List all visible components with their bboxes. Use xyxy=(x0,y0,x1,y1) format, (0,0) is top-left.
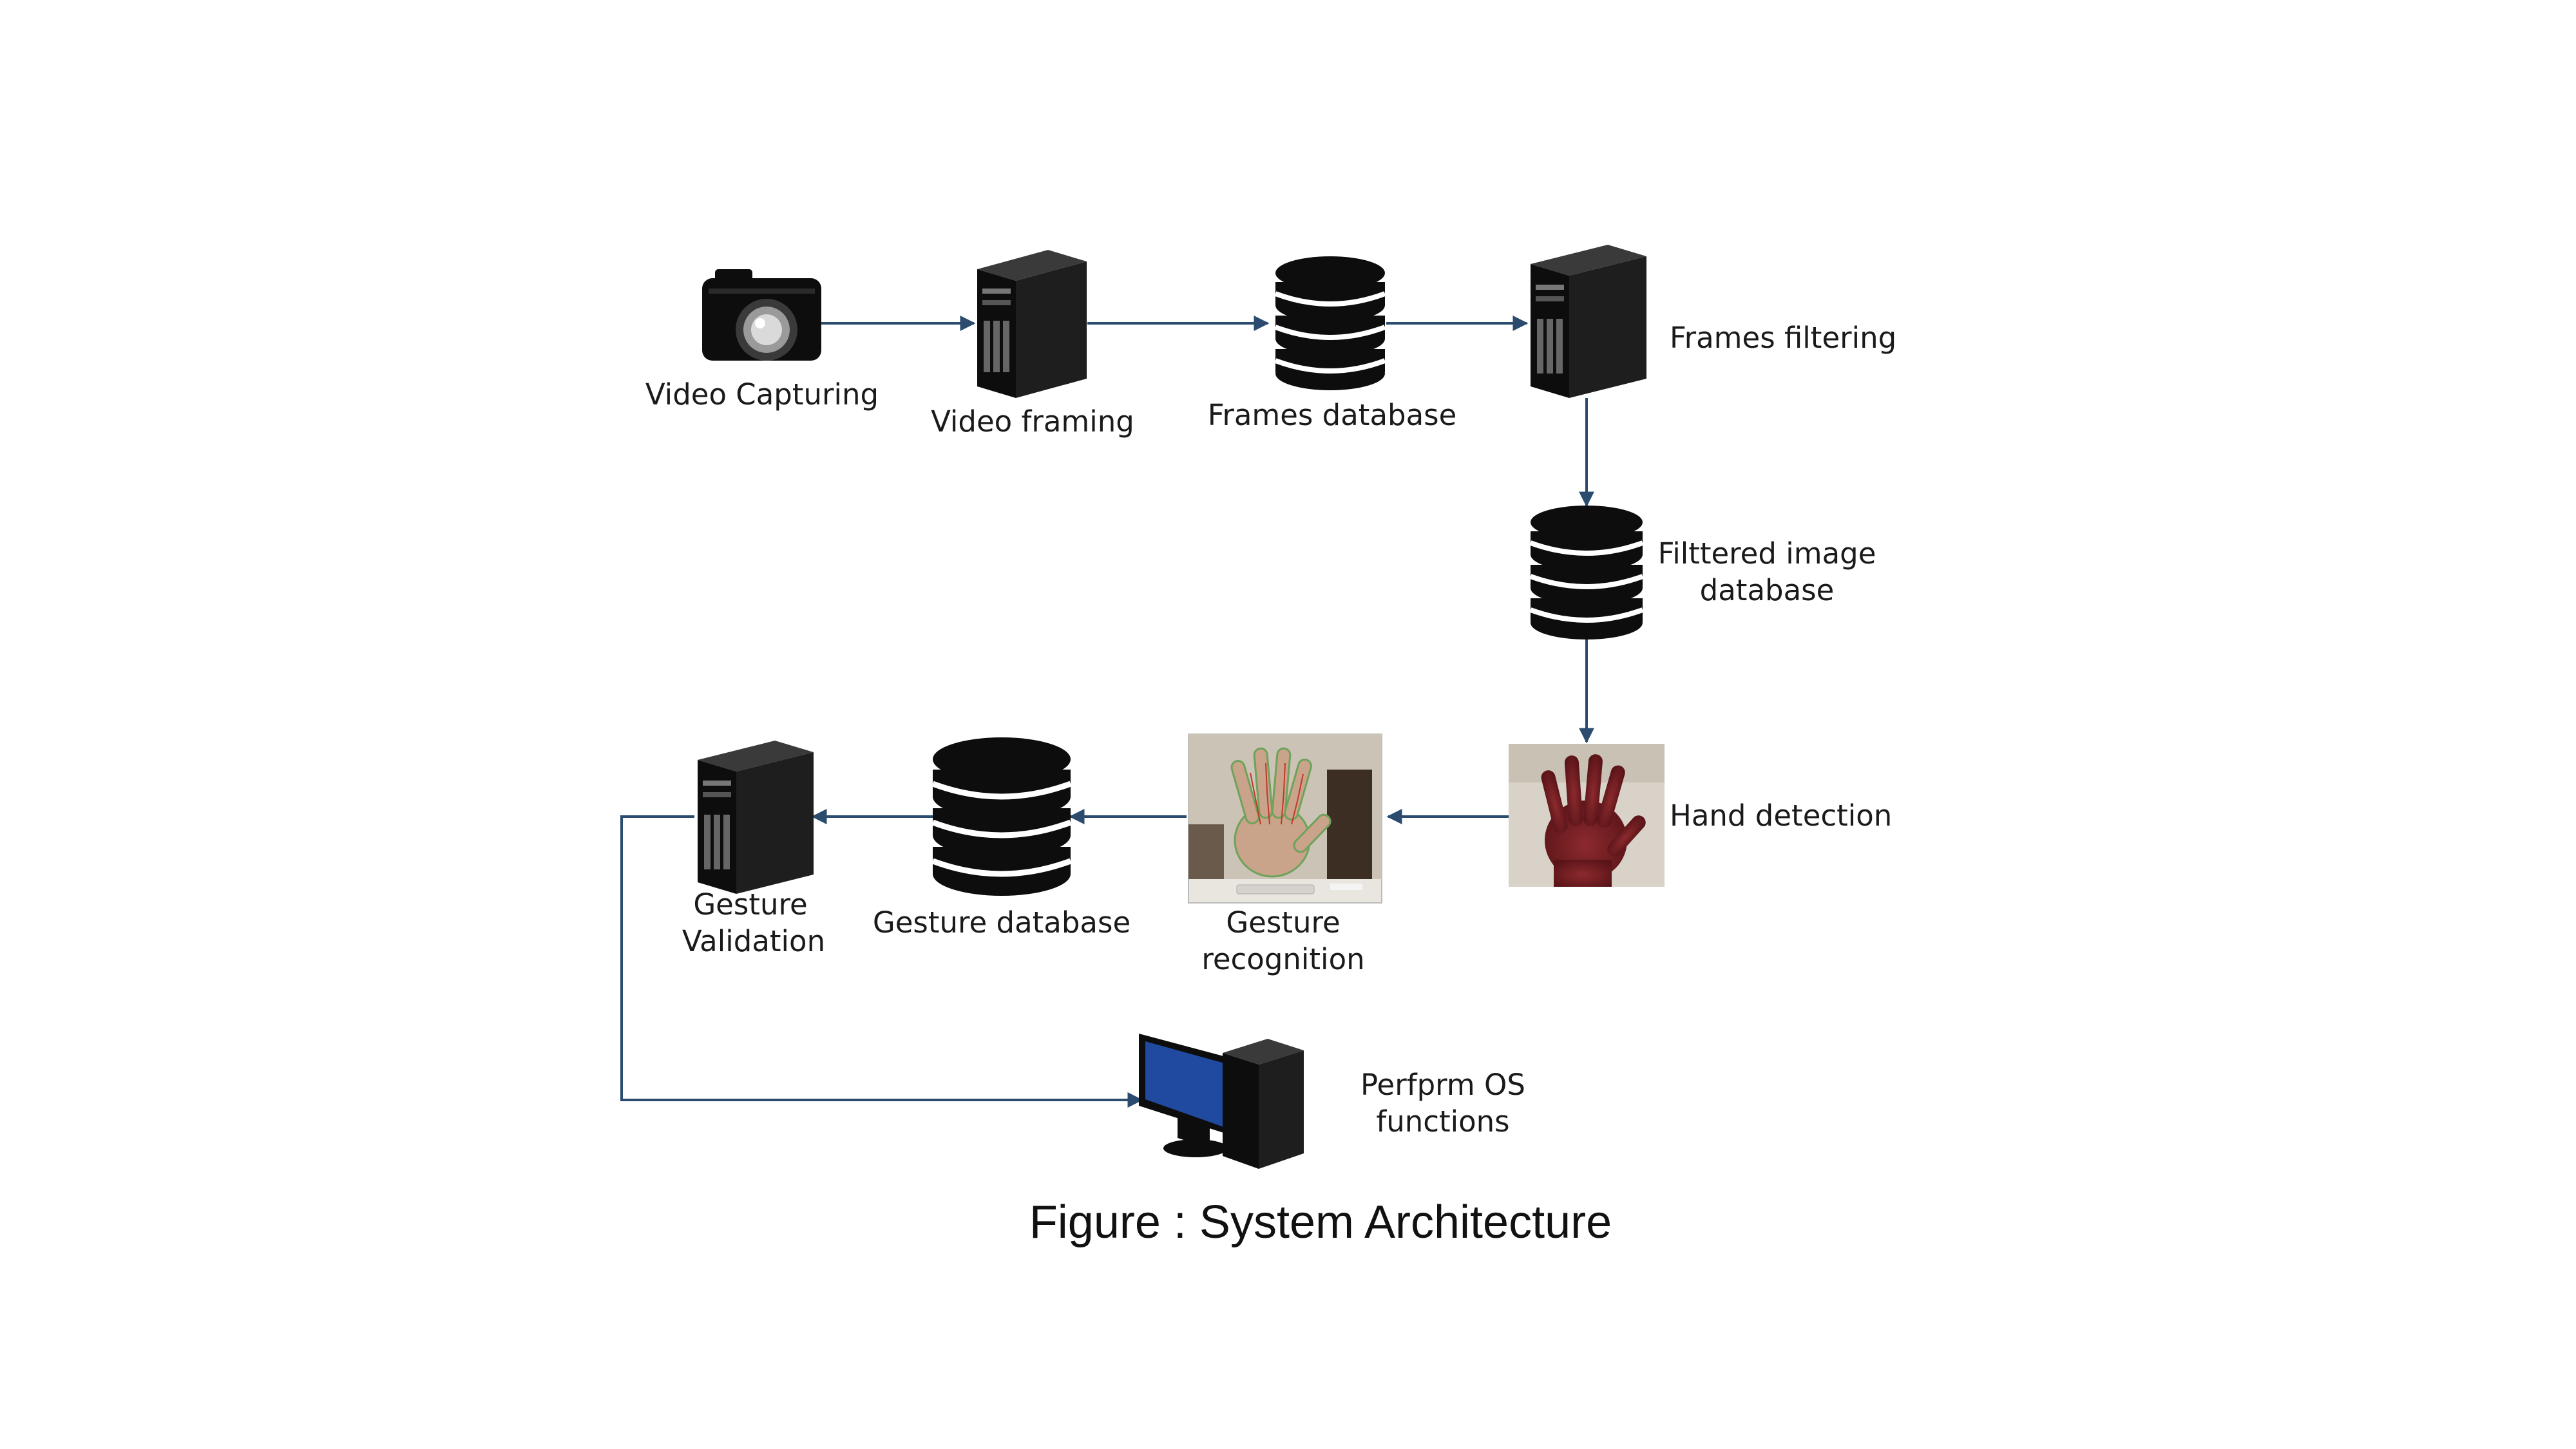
node-label-line-2: database xyxy=(1700,573,1835,607)
node-label-line-2: recognition xyxy=(1201,942,1364,976)
node-video-framing: Video framing xyxy=(931,250,1134,439)
node-perform-os-functions: Perfprm OS functions xyxy=(1139,1034,1525,1169)
figure-caption: Figure : System Architecture xyxy=(1029,1197,1612,1248)
node-filtered-image-database: Filttered image database xyxy=(1529,506,1876,639)
database-icon xyxy=(931,737,1072,896)
node-frames-database: Frames database xyxy=(1208,256,1457,432)
node-gesture-validation: Gesture Validation xyxy=(682,741,825,958)
node-label: Video framing xyxy=(931,404,1134,439)
server-tower-icon xyxy=(977,250,1087,398)
node-label: Frames filtering xyxy=(1670,321,1896,355)
server-tower-icon xyxy=(698,741,814,894)
camera-icon xyxy=(702,269,821,361)
node-video-capturing: Video Capturing xyxy=(645,269,879,412)
node-label-line-2: Validation xyxy=(682,924,825,958)
database-icon xyxy=(1529,506,1644,639)
node-gesture-database: Gesture database xyxy=(873,737,1131,940)
server-tower-icon xyxy=(1531,245,1646,398)
node-label: Frames database xyxy=(1208,398,1457,432)
desktop-computer-icon xyxy=(1139,1034,1304,1169)
hand-photo-icon xyxy=(1509,744,1665,887)
database-icon xyxy=(1274,256,1386,390)
node-label-line-2: functions xyxy=(1376,1104,1509,1139)
node-label-line-1: Filttered image xyxy=(1658,536,1876,571)
node-label-line-1: Gesture xyxy=(1226,905,1340,940)
edges xyxy=(620,316,1594,1108)
edge-gesture-validation-to-perform-os-functions xyxy=(620,815,1143,1108)
node-label: Video Capturing xyxy=(645,377,879,412)
node-frames-filtering: Frames filtering xyxy=(1531,245,1896,398)
node-hand-detection: Hand detection xyxy=(1509,744,1892,887)
node-label-line-1: Perfprm OS xyxy=(1360,1068,1525,1102)
node-label-line-1: Gesture xyxy=(693,887,807,922)
node-label: Hand detection xyxy=(1670,799,1892,833)
hand-landmark-screenshot-icon xyxy=(1188,734,1382,904)
node-label: Gesture database xyxy=(873,905,1131,940)
node-gesture-recognition: Gesture recognition xyxy=(1188,734,1382,976)
